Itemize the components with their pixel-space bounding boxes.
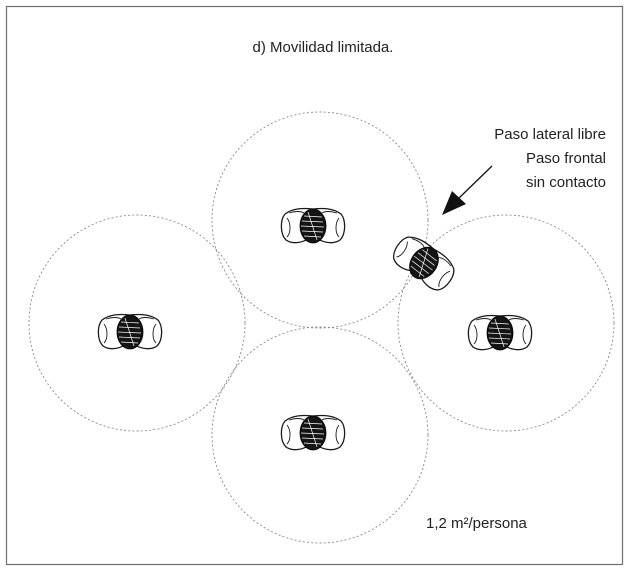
person-right [468, 316, 531, 350]
figure-title: d) Movilidad limitada. [253, 39, 394, 56]
person-left [98, 315, 161, 349]
figure-frame [7, 7, 623, 565]
person-top [281, 209, 344, 243]
annotation-line-1: Paso lateral libre [494, 126, 606, 143]
annotation-line-3: sin contacto [526, 174, 606, 191]
density-label: 1,2 m²/persona [426, 515, 528, 532]
annotation-line-2: Paso frontal [526, 150, 606, 167]
person-bottom [281, 416, 344, 450]
